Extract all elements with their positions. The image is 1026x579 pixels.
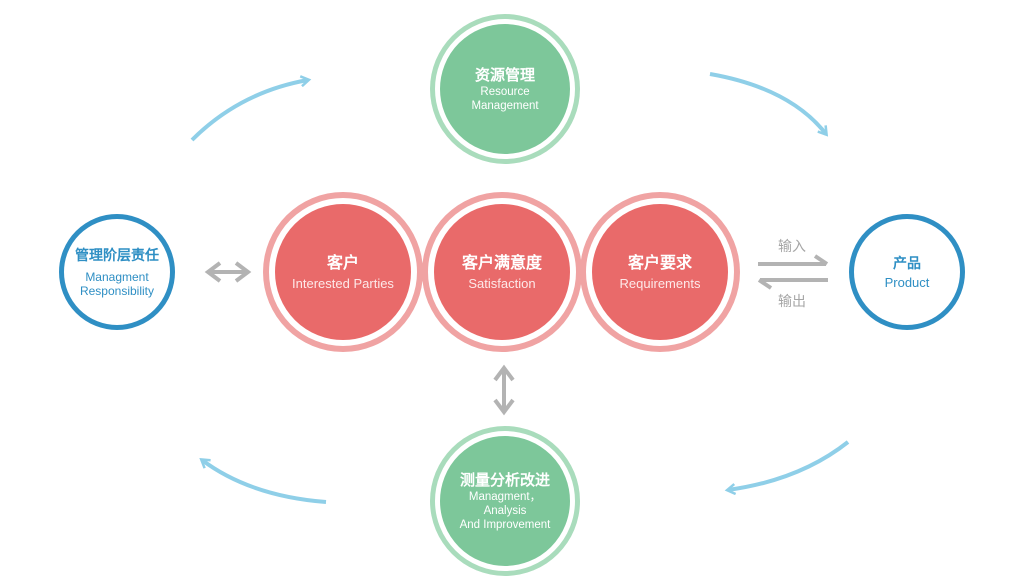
node-measure-subtitle-line1: Managment， bbox=[468, 491, 542, 503]
node-satisfaction-title: 客户满意度 bbox=[461, 253, 542, 272]
node-satisfaction-subtitle: Satisfaction bbox=[468, 276, 536, 291]
output-label: 输出 bbox=[778, 294, 806, 310]
cycle-arrow-top-right bbox=[709, 72, 826, 134]
node-measure-title: 测量分析改进 bbox=[459, 471, 550, 489]
node-management-subtitle-line1: Managment bbox=[85, 270, 149, 284]
node-resource-title: 资源管理 bbox=[474, 66, 535, 84]
input-arrow bbox=[758, 254, 829, 266]
node-resource-management: 资源管理 Resource Management bbox=[435, 19, 575, 159]
node-management-subtitle-line2: Responsibility bbox=[79, 284, 155, 298]
node-measure-subtitle-line3: And Improvement bbox=[459, 519, 551, 531]
cycle-arrow-top-left bbox=[190, 80, 308, 142]
node-measure-subtitle-line2: Analysis bbox=[483, 505, 527, 517]
node-customer-subtitle: Interested Parties bbox=[292, 276, 394, 291]
bidirectional-arrow-left bbox=[204, 261, 252, 283]
node-resource-subtitle-line2: Management bbox=[471, 100, 539, 112]
bidirectional-arrow-vertical bbox=[493, 364, 515, 416]
output-arrow bbox=[757, 278, 828, 290]
node-product-subtitle: Product bbox=[884, 275, 930, 290]
input-label: 输入 bbox=[778, 239, 806, 255]
cycle-arrow-bottom-right bbox=[728, 440, 850, 490]
node-satisfaction: 客户满意度 Satisfaction bbox=[428, 198, 576, 346]
node-management-title: 管理阶层责任 bbox=[75, 248, 159, 264]
node-customer: 客户 Interested Parties bbox=[269, 198, 417, 346]
node-requirements-title: 客户要求 bbox=[627, 253, 692, 272]
node-customer-title: 客户 bbox=[326, 253, 359, 272]
cycle-arrow-bottom-left bbox=[202, 460, 327, 504]
node-management-responsibility: 管理阶层责任 Managment Responsibility bbox=[59, 214, 175, 330]
node-requirements-subtitle: Requirements bbox=[619, 276, 701, 291]
node-measure-analysis-improvement: 测量分析改进 Managment， Analysis And Improveme… bbox=[435, 431, 575, 571]
node-resource-subtitle-line1: Resource bbox=[480, 86, 530, 98]
node-product: 产品 Product bbox=[849, 214, 965, 330]
node-requirements: 客户要求 Requirements bbox=[586, 198, 734, 346]
node-product-title: 产品 bbox=[893, 256, 921, 272]
